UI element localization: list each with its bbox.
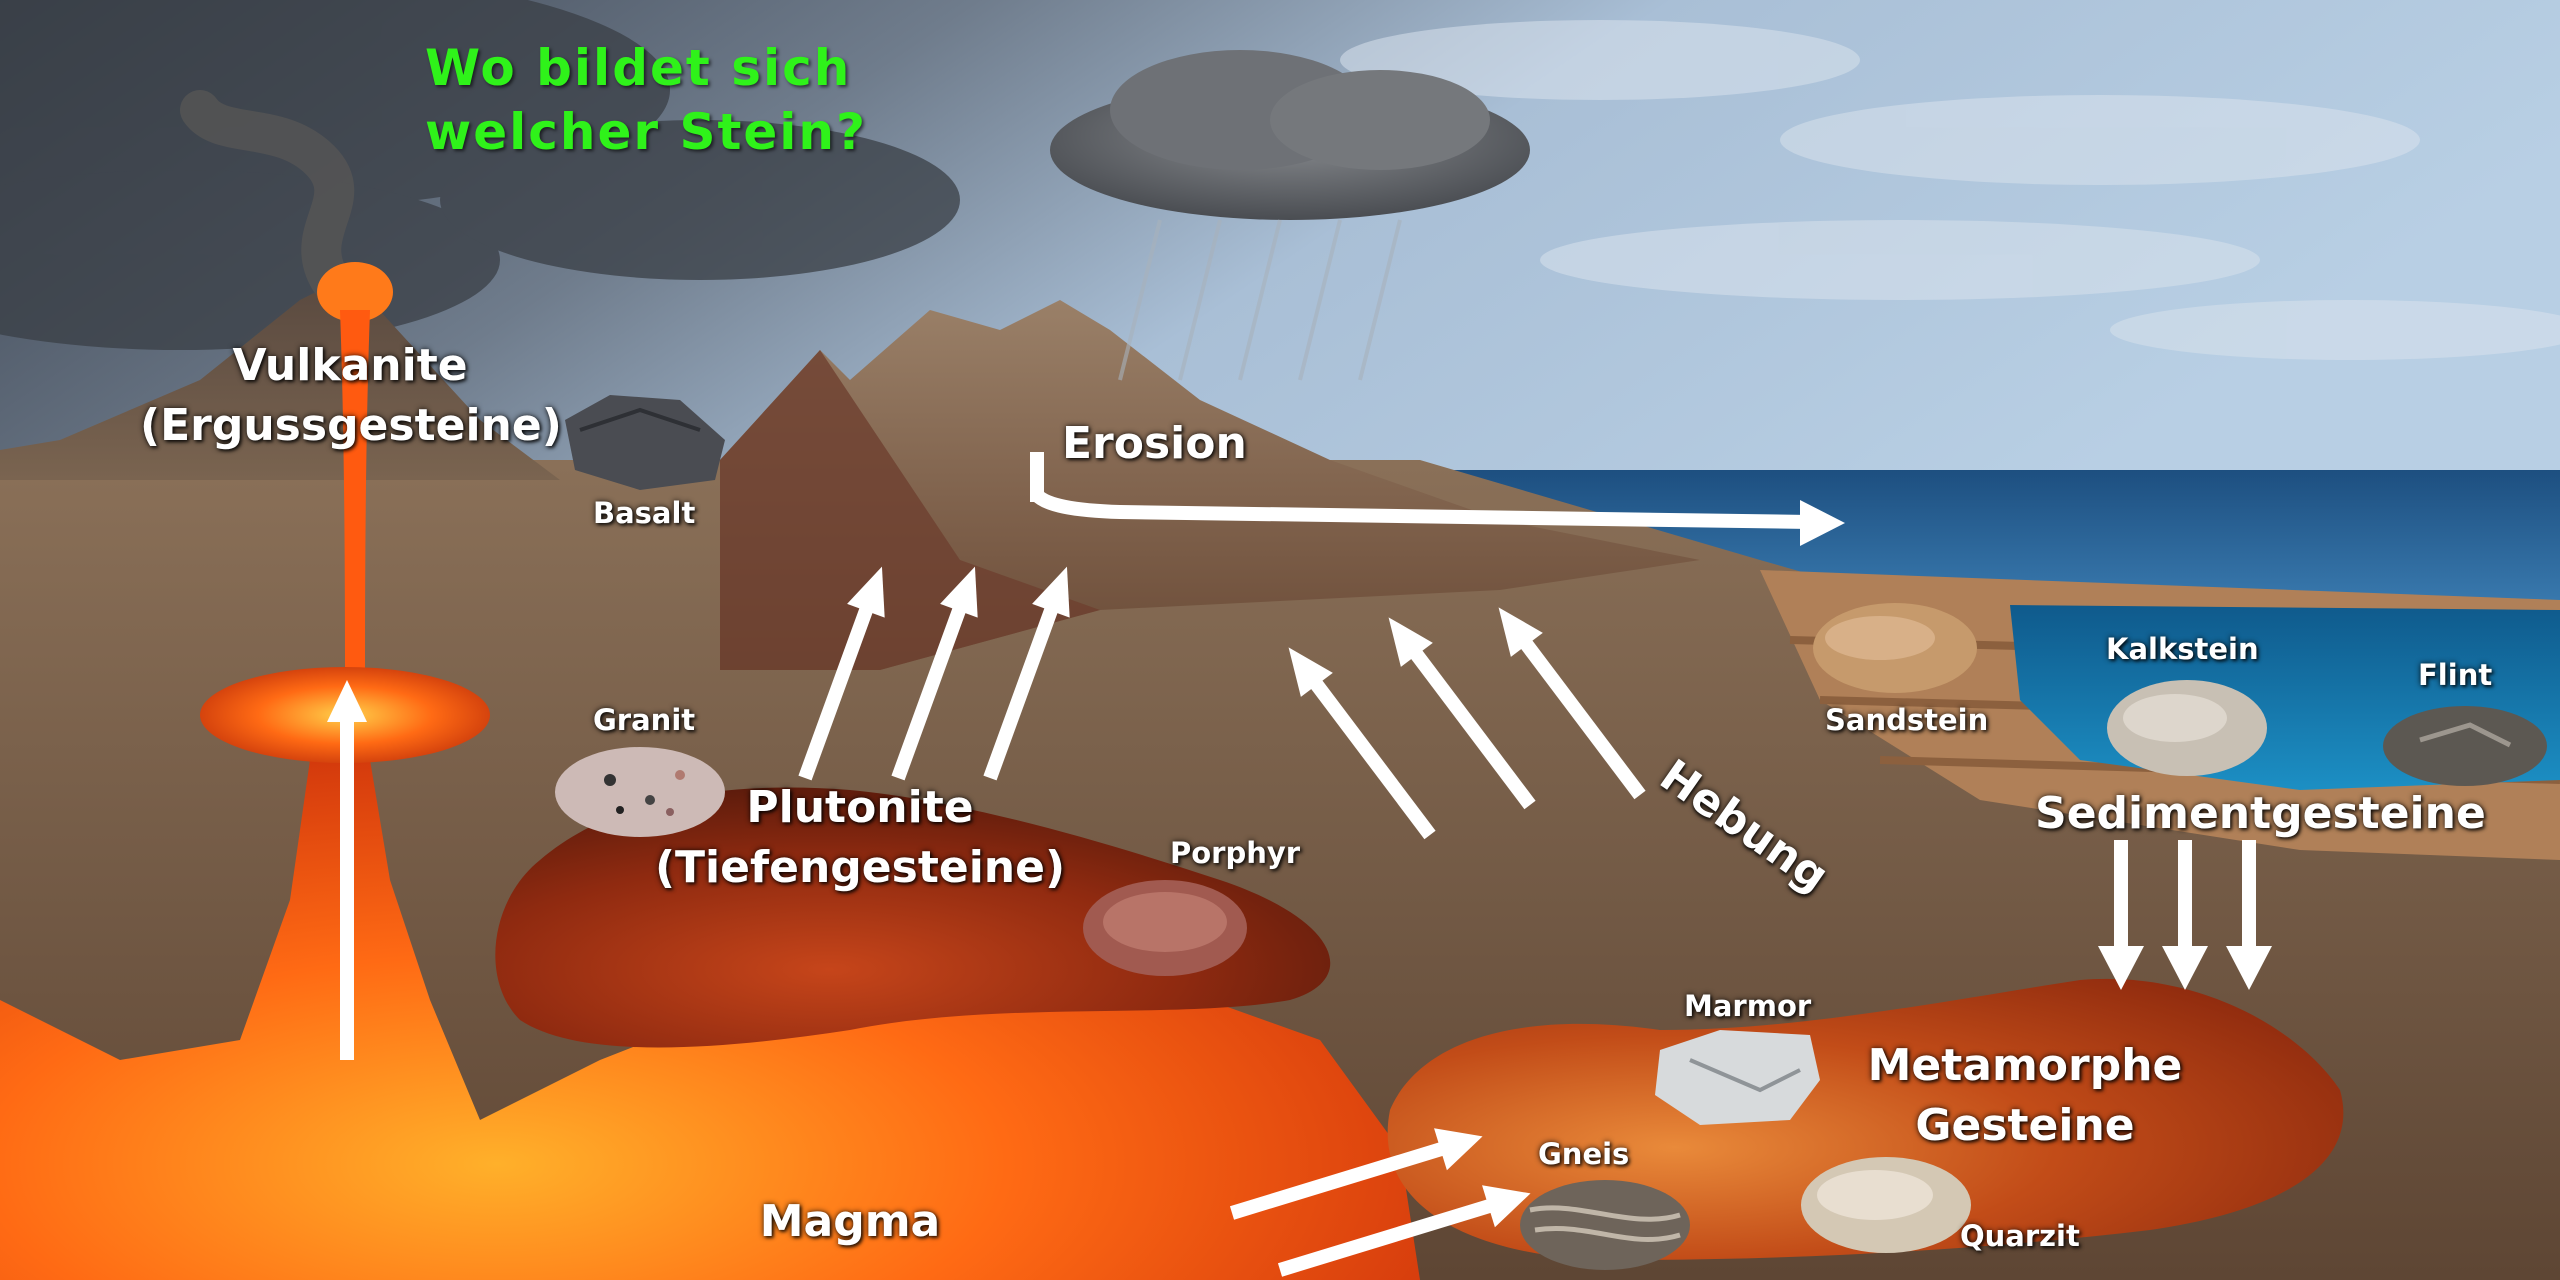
- arrow-sediment-3: [2226, 840, 2272, 990]
- label-metamorphe-line2: Gesteine: [1915, 1100, 2135, 1151]
- label-sedimentgesteine: Sedimentgesteine: [2035, 784, 2486, 844]
- label-metamorphe-line1: Metamorphe: [1867, 1040, 2183, 1091]
- label-magma-line1: Magma: [759, 1196, 941, 1247]
- label-flint: Flint: [2418, 658, 2493, 692]
- label-plutonite-line2: (Tiefengesteine): [654, 842, 1066, 893]
- label-kalkstein: Kalkstein: [2106, 632, 2259, 666]
- rock-gneis-image: [1520, 1180, 1690, 1270]
- rain-cloud: [1050, 50, 1530, 381]
- arrow-volcano-up: [327, 680, 367, 1060]
- arrow-hebung-1: [1288, 647, 1436, 840]
- label-magma: Magma: [740, 1192, 960, 1252]
- label-porphyr: Porphyr: [1170, 836, 1301, 870]
- volcano-crater-glow: [317, 262, 393, 322]
- arrow-pluton-2: [891, 566, 978, 781]
- rock-quarzit-image: [1801, 1157, 1971, 1253]
- label-vulkanite-line2: (Ergussgesteine): [140, 400, 562, 451]
- label-sandstein: Sandstein: [1825, 703, 1989, 737]
- sky-clouds: [1340, 20, 2560, 360]
- volcano-smoke: [180, 90, 355, 300]
- title-line-2: welcher Stein?: [425, 103, 868, 161]
- rock-granit-image: [555, 747, 725, 837]
- label-metamorphe-gesteine: Metamorphe Gesteine: [1860, 1036, 2190, 1156]
- label-basalt: Basalt: [593, 496, 696, 530]
- magma-chamber: [0, 700, 1420, 1280]
- arrow-sediment-1: [2098, 840, 2144, 990]
- volcano-conduit: [340, 310, 370, 700]
- arrow-erosion: [1030, 452, 1845, 546]
- page-title: Wo bildet sich welcher Stein?: [425, 36, 867, 164]
- pluton-body: [495, 787, 1331, 1048]
- rock-kalkstein-image: [2107, 680, 2267, 776]
- arrow-metamorph-2: [1277, 1185, 1531, 1277]
- label-erosion: Erosion: [1062, 418, 1247, 469]
- volcano: [0, 285, 560, 480]
- rock-flint-image: [2383, 706, 2547, 786]
- arrow-metamorph-1: [1229, 1128, 1483, 1220]
- label-plutonite: Plutonite (Tiefengesteine): [640, 778, 1080, 898]
- arrow-hebung-2: [1388, 617, 1536, 810]
- arrow-hebung-3: [1498, 607, 1646, 800]
- rock-marmor-image: [1655, 1030, 1820, 1125]
- arrow-pluton-1: [798, 566, 885, 781]
- mountain-shadow: [720, 350, 1100, 670]
- label-vulkanite-line1: Vulkanite: [232, 340, 468, 391]
- label-sediment-line1: Sedimentgesteine: [2035, 788, 2486, 839]
- process-arrows: [327, 452, 2272, 1277]
- label-granit: Granit: [593, 703, 696, 737]
- title-line-1: Wo bildet sich: [425, 39, 852, 97]
- rock-sandstein-image: [1813, 603, 1977, 693]
- rock-porphyr-image: [1083, 880, 1247, 976]
- label-plutonite-line1: Plutonite: [746, 782, 974, 833]
- label-gneis: Gneis: [1538, 1137, 1630, 1171]
- arrow-pluton-3: [983, 566, 1070, 781]
- label-vulkanite: Vulkanite (Ergussgesteine): [140, 336, 562, 456]
- arrow-sediment-2: [2162, 840, 2208, 990]
- label-quarzit: Quarzit: [1960, 1219, 2080, 1253]
- label-marmor: Marmor: [1684, 989, 1812, 1023]
- rock-basalt-image: [565, 395, 725, 490]
